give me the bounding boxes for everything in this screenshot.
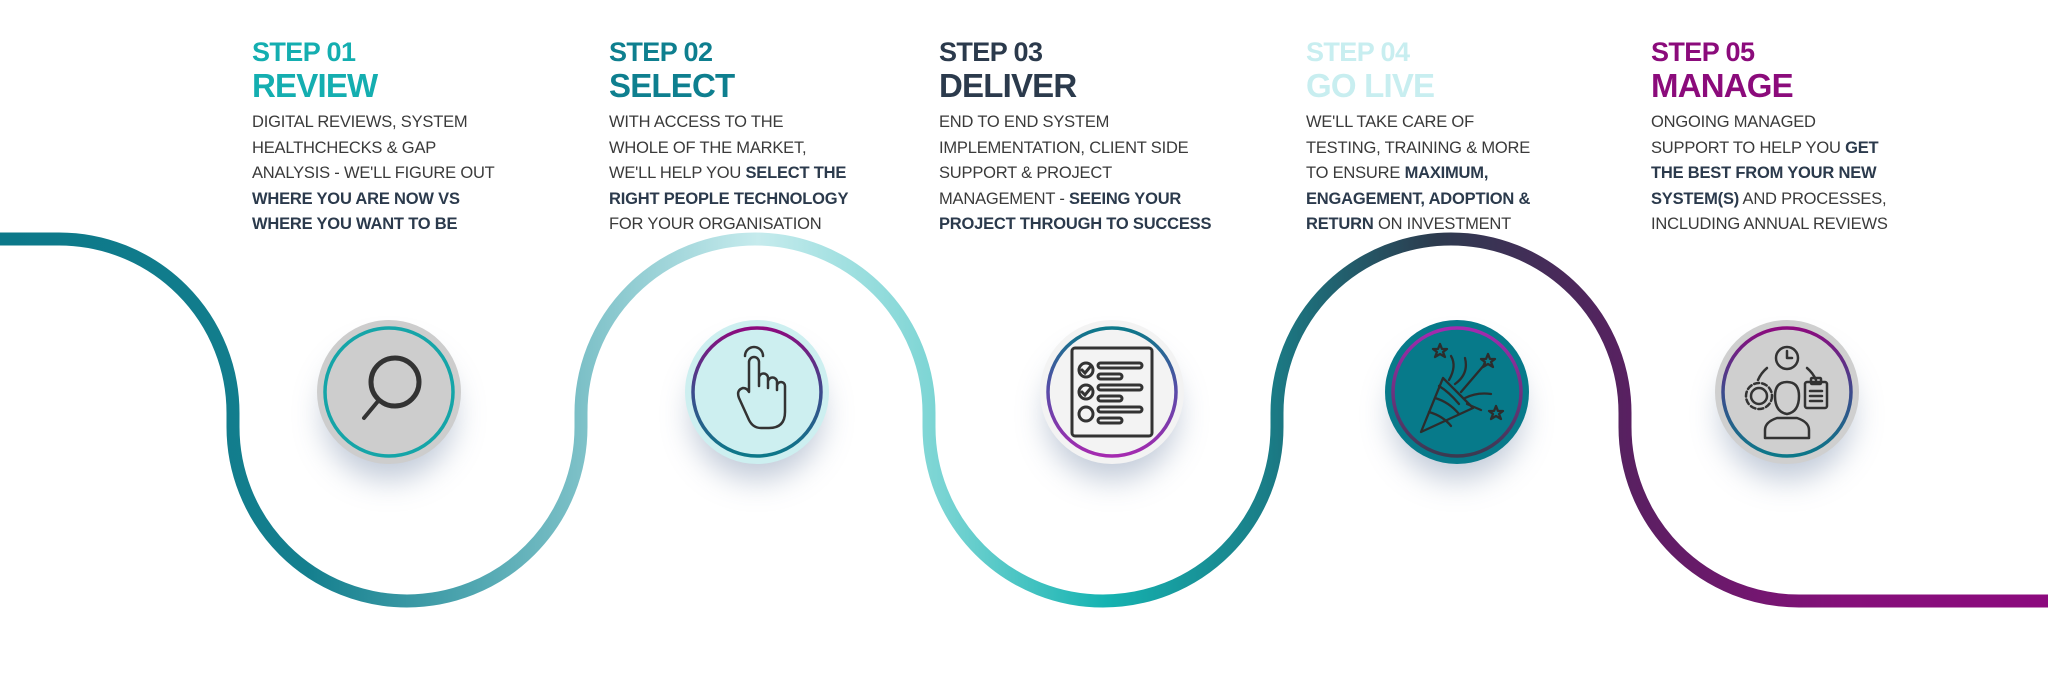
description-line: THE BEST FROM YOUR NEW xyxy=(1651,161,1888,187)
description-line: PROJECT THROUGH TO SUCCESS xyxy=(939,212,1211,238)
step-3: STEP 03 DELIVER END TO END SYSTEM IMPLEME… xyxy=(939,36,1211,238)
process-path-line xyxy=(0,232,2048,608)
description-text: ONGOING MANAGED xyxy=(1651,113,1816,131)
step-description: WE'LL TAKE CARE OF TESTING, TRAINING & MO… xyxy=(1306,110,1530,238)
description-line: IMPLEMENTATION, CLIENT SIDE xyxy=(939,136,1211,162)
step-title: MANAGE xyxy=(1651,67,1794,104)
step-description: WITH ACCESS TO THE WHOLE OF THE MARKET, WE… xyxy=(609,110,848,238)
description-line: WHOLE OF THE MARKET, xyxy=(609,136,848,162)
description-line: SYSTEM(S) AND PROCESSES, xyxy=(1651,187,1888,213)
step-title: SELECT xyxy=(609,67,735,104)
pointing-hand-icon xyxy=(736,345,787,430)
step-number: STEP 03 xyxy=(939,37,1043,67)
description-line: MANAGEMENT - SEEING YOUR xyxy=(939,187,1211,213)
description-text: SUPPORT TO HELP YOU xyxy=(1651,138,1846,157)
description-text: FOR YOUR ORGANISATION xyxy=(609,215,822,233)
description-text: INCLUDING ANNUAL REVIEWS xyxy=(1651,215,1888,233)
step-3-badge xyxy=(1040,320,1184,464)
description-text: WE'LL TAKE CARE OF xyxy=(1306,113,1474,131)
step-description: ONGOING MANAGED SUPPORT TO HELP YOU GET TH… xyxy=(1651,110,1888,238)
step-1-badge xyxy=(317,320,461,464)
emphasis-text: SYSTEM(S) xyxy=(1651,189,1740,208)
description-line: WITH ACCESS TO THE xyxy=(609,110,848,136)
checklist-icon xyxy=(1070,346,1154,438)
emphasis-text: WHERE YOU WANT TO BE xyxy=(252,215,458,233)
description-line: HEALTHCHECKS & GAP xyxy=(252,136,495,162)
person-management-icon xyxy=(1744,345,1829,440)
emphasis-text: THE BEST FROM YOUR NEW xyxy=(1651,164,1877,182)
description-line: END TO END SYSTEM xyxy=(939,110,1211,136)
step-2: STEP 02 SELECT WITH ACCESS TO THE WHOLE O… xyxy=(609,36,848,238)
description-line: WE'LL TAKE CARE OF xyxy=(1306,110,1530,136)
step-description: DIGITAL REVIEWS, SYSTEM HEALTHCHECKS & GA… xyxy=(252,110,495,238)
description-text: ANALYSIS - WE'LL FIGURE OUT xyxy=(252,164,495,182)
step-title: DELIVER xyxy=(939,67,1077,104)
description-text: DIGITAL REVIEWS, SYSTEM xyxy=(252,113,468,131)
description-line: ENGAGEMENT, ADOPTION & xyxy=(1306,187,1530,213)
step-title: REVIEW xyxy=(252,67,378,104)
description-line: FOR YOUR ORGANISATION xyxy=(609,212,848,238)
description-text: TESTING, TRAINING & MORE xyxy=(1306,138,1531,157)
description-text: WHOLE OF THE MARKET, xyxy=(609,138,807,157)
emphasis-text: MAXIMUM, xyxy=(1404,164,1489,182)
description-line: WHERE YOU ARE NOW VS xyxy=(252,187,495,213)
emphasis-text: ENGAGEMENT, ADOPTION & xyxy=(1306,189,1531,208)
step-1: STEP 01 REVIEW DIGITAL REVIEWS, SYSTEM HE… xyxy=(252,36,495,238)
step-5-badge xyxy=(1715,320,1859,464)
description-line: DIGITAL REVIEWS, SYSTEM xyxy=(252,110,495,136)
emphasis-text: SELECT THE xyxy=(745,164,847,182)
step-title: GO LIVE xyxy=(1306,67,1435,104)
description-text: IMPLEMENTATION, CLIENT SIDE xyxy=(939,138,1189,157)
description-text: AND PROCESSES, xyxy=(1739,189,1887,208)
step-number: STEP 01 xyxy=(252,37,356,67)
description-text: HEALTHCHECKS & GAP xyxy=(252,138,437,157)
step-2-badge xyxy=(685,320,829,464)
description-line: SUPPORT TO HELP YOU GET xyxy=(1651,136,1888,162)
step-4: STEP 04 GO LIVE WE'LL TAKE CARE OF TESTIN… xyxy=(1306,36,1530,238)
description-text: END TO END SYSTEM xyxy=(939,113,1110,131)
emphasis-text: RIGHT PEOPLE TECHNOLOGY xyxy=(609,189,849,208)
step-number: STEP 05 xyxy=(1651,37,1755,67)
description-text: ON INVESTMENT xyxy=(1373,215,1512,233)
emphasis-text: PROJECT THROUGH TO SUCCESS xyxy=(939,215,1212,233)
description-text: WE'LL HELP YOU xyxy=(609,164,746,182)
emphasis-text: RETURN xyxy=(1306,215,1374,233)
step-number: STEP 02 xyxy=(609,37,713,67)
step-4-badge xyxy=(1385,320,1529,464)
emphasis-text: WHERE YOU ARE NOW VS xyxy=(252,189,460,208)
description-text: MANAGEMENT - xyxy=(939,189,1070,208)
description-text: SUPPORT & PROJECT xyxy=(939,164,1112,182)
step-5: STEP 05 MANAGE ONGOING MANAGED SUPPORT TO… xyxy=(1651,36,1888,238)
description-line: ANALYSIS - WE'LL FIGURE OUT xyxy=(252,161,495,187)
description-line: RIGHT PEOPLE TECHNOLOGY xyxy=(609,187,848,213)
magnifier-icon xyxy=(362,355,422,420)
step-description: END TO END SYSTEM IMPLEMENTATION, CLIENT … xyxy=(939,110,1211,238)
description-line: RETURN ON INVESTMENT xyxy=(1306,212,1530,238)
description-line: SUPPORT & PROJECT xyxy=(939,161,1211,187)
description-text: TO ENSURE xyxy=(1306,164,1405,182)
description-line: TO ENSURE MAXIMUM, xyxy=(1306,161,1530,187)
emphasis-text: SEEING YOUR xyxy=(1069,189,1182,208)
description-text: WITH ACCESS TO THE xyxy=(609,113,784,131)
description-line: INCLUDING ANNUAL REVIEWS xyxy=(1651,212,1888,238)
step-number: STEP 04 xyxy=(1306,37,1410,67)
emphasis-text: GET xyxy=(1845,138,1879,157)
description-line: TESTING, TRAINING & MORE xyxy=(1306,136,1530,162)
party-popper-icon xyxy=(1419,342,1505,434)
description-line: WE'LL HELP YOU SELECT THE xyxy=(609,161,848,187)
description-line: ONGOING MANAGED xyxy=(1651,110,1888,136)
description-line: WHERE YOU WANT TO BE xyxy=(252,212,495,238)
